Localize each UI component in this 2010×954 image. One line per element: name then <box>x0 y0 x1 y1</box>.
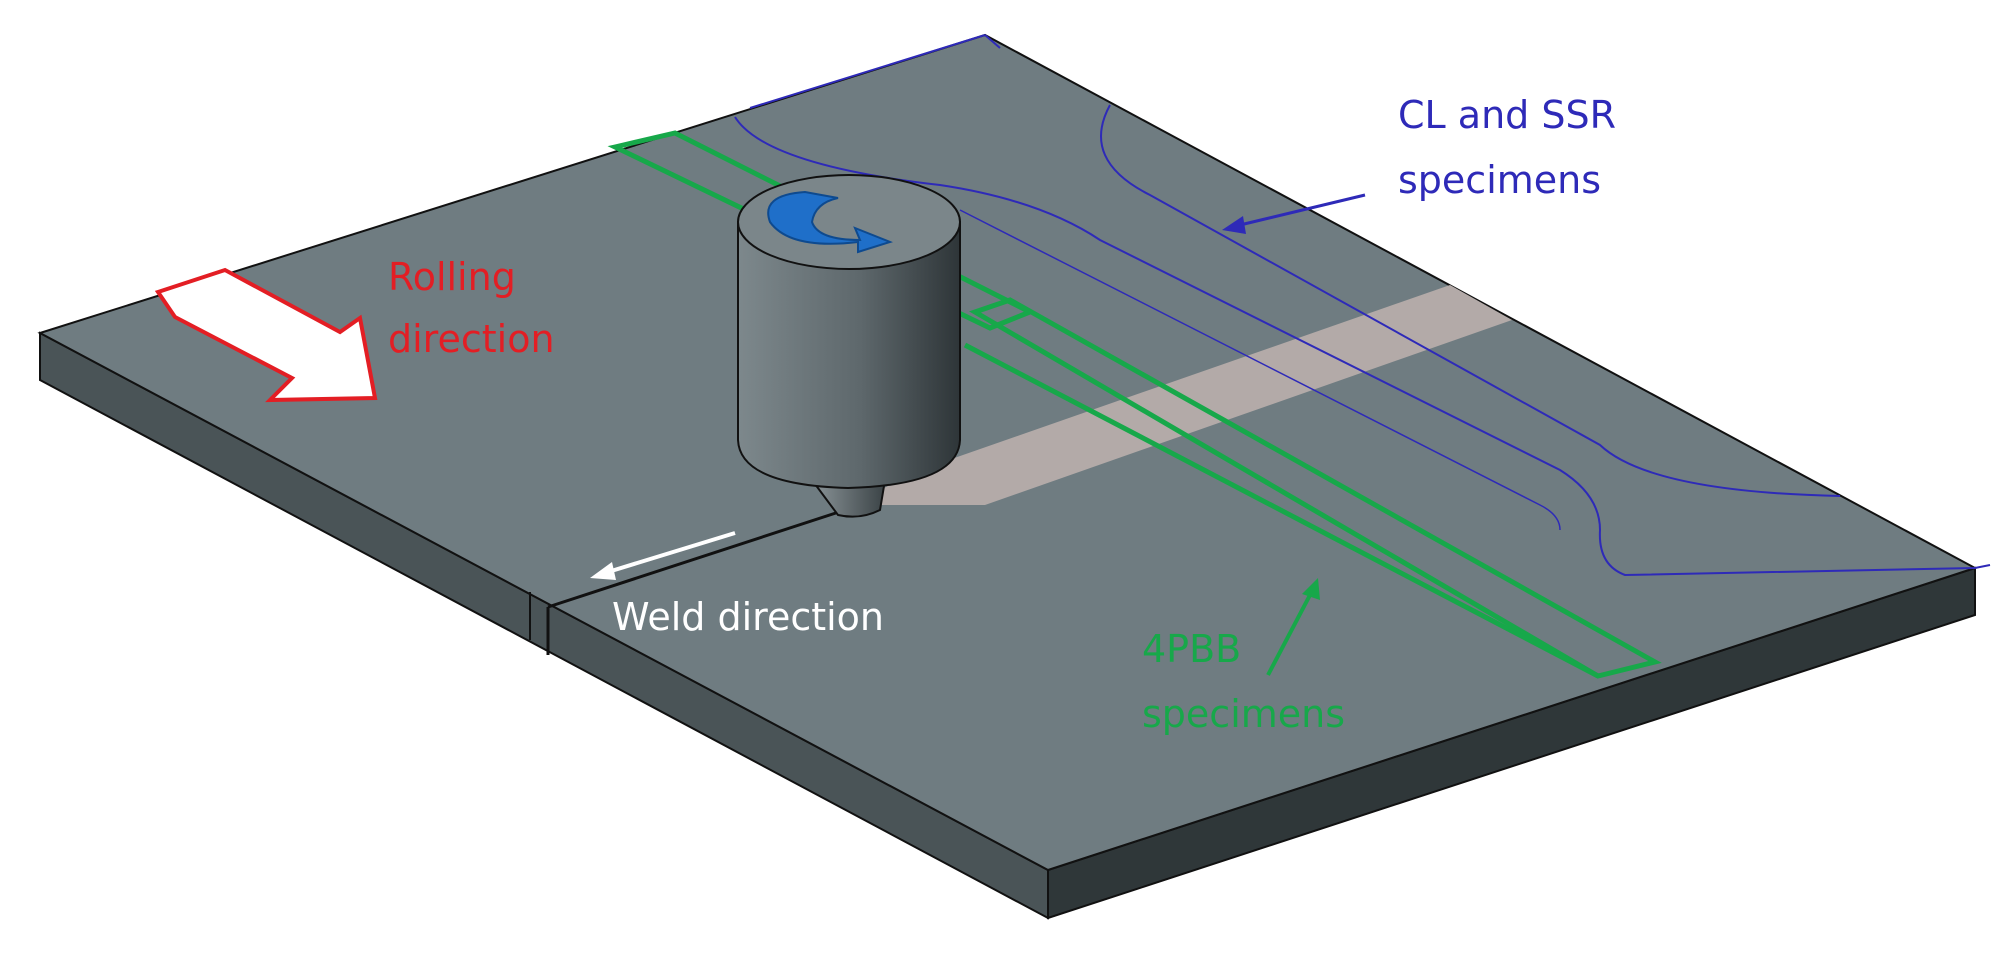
rolling-direction-label: Rolling direction <box>388 255 555 361</box>
tool-cylinder <box>737 174 961 490</box>
cl-ssr-leader-arrow <box>1222 193 1366 234</box>
4pbb-leader-arrow <box>1266 578 1320 676</box>
rolling-direction-arrow-icon <box>154 267 378 403</box>
weld-direction-arrow-icon <box>590 531 736 580</box>
cl-ssr-specimen-outline <box>734 34 1991 577</box>
tool-pin <box>810 479 887 518</box>
rotation-arrow-icon <box>767 190 893 254</box>
4pbb-specimens-label: 4PBB specimens <box>1142 627 1345 736</box>
weld-seam <box>529 508 846 655</box>
weld-direction-label: Weld direction <box>612 595 884 639</box>
cl-ssr-specimen-edge <box>959 209 1561 531</box>
cl-ssr-specimens-label: CL and SSR specimens <box>1398 93 1628 202</box>
